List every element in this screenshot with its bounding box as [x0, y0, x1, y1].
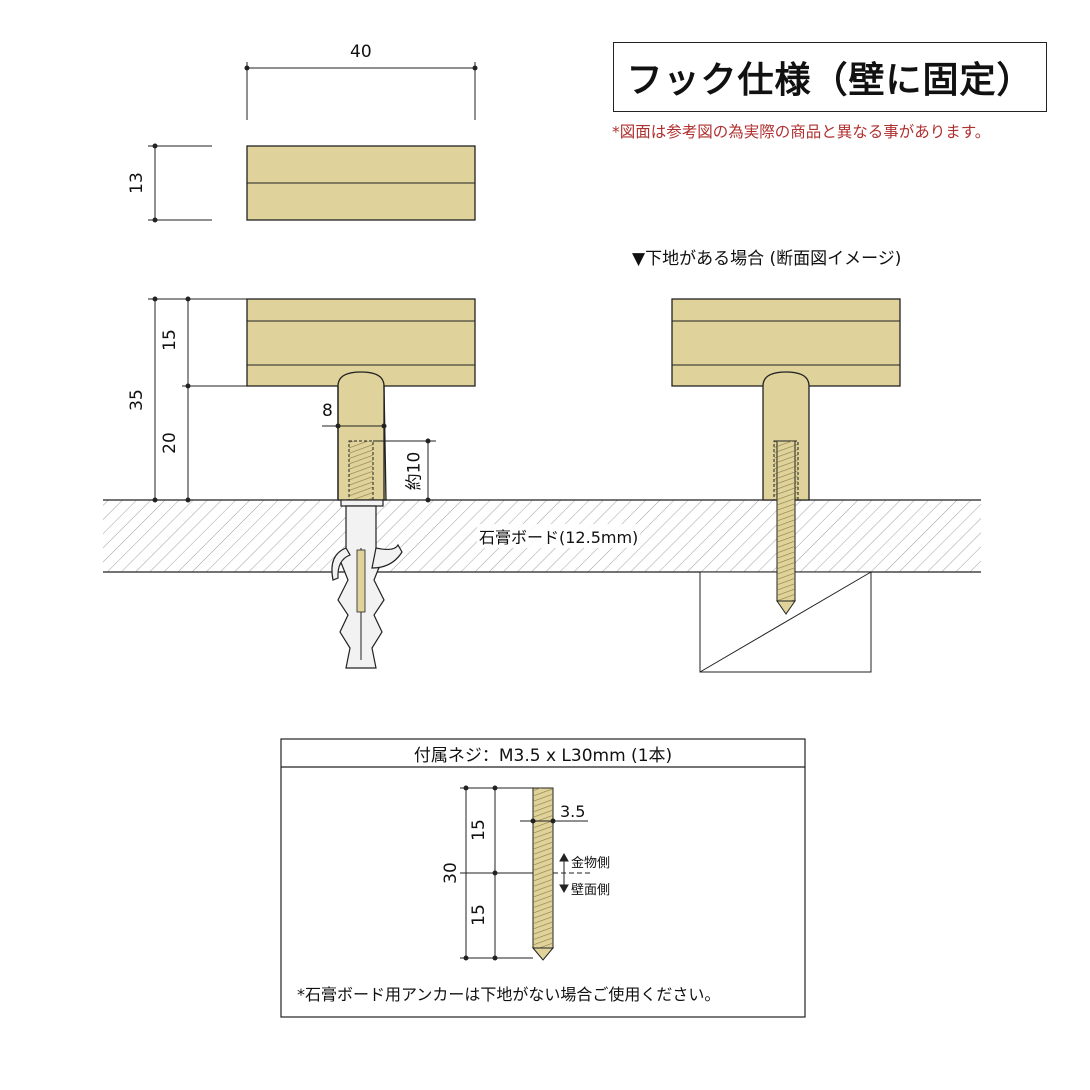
dimension-40 [244, 62, 478, 120]
section-label-stud: ▼下地がある場合 (断面図イメージ) [632, 249, 902, 269]
label-screw-diameter: 3.5 [560, 802, 586, 821]
label-wall-side: 壁面側 [571, 883, 611, 898]
label-stem-width: 8 [322, 401, 333, 421]
dimension-8 [322, 423, 387, 429]
screw-panel-title: 付属ネジ：M3.5 x L30mm (1本) [413, 745, 673, 766]
wall-anchor [331, 499, 403, 669]
screw-detail [531, 787, 555, 961]
screw-panel-frame [280, 738, 806, 1018]
dimension-13 [148, 143, 212, 223]
label-lower-height: 20 [160, 432, 180, 454]
label-top-width: 40 [350, 42, 372, 62]
label-total-height: 35 [127, 389, 147, 411]
screw-dimensions [460, 785, 592, 961]
hook-side-view-left [246, 298, 476, 501]
label-screw-upper: 15 [469, 819, 489, 841]
top-block-view [246, 145, 476, 221]
disclaimer-note: *図面は参考図の為実際の商品と異なる事があります。 [612, 123, 991, 141]
label-top-height: 13 [127, 172, 147, 194]
dimension-thread-depth [373, 438, 436, 503]
hook-side-view-right [671, 298, 901, 501]
label-thread-depth: 約10 [404, 451, 425, 491]
label-upper-height: 15 [160, 329, 180, 351]
anchor-usage-note: *石膏ボード用アンカーは下地がない場合ご使用ください。 [297, 985, 721, 1004]
gypsum-board-label: 石膏ボード(12.5mm) [477, 524, 641, 548]
screw-in-wall [776, 440, 796, 615]
page-title: フック仕様（壁に固定） [613, 42, 1047, 112]
label-metal-side: 金物側 [571, 856, 611, 871]
dimension-35 [148, 296, 247, 503]
label-screw-total: 30 [441, 862, 461, 884]
label-screw-lower: 15 [469, 904, 489, 926]
